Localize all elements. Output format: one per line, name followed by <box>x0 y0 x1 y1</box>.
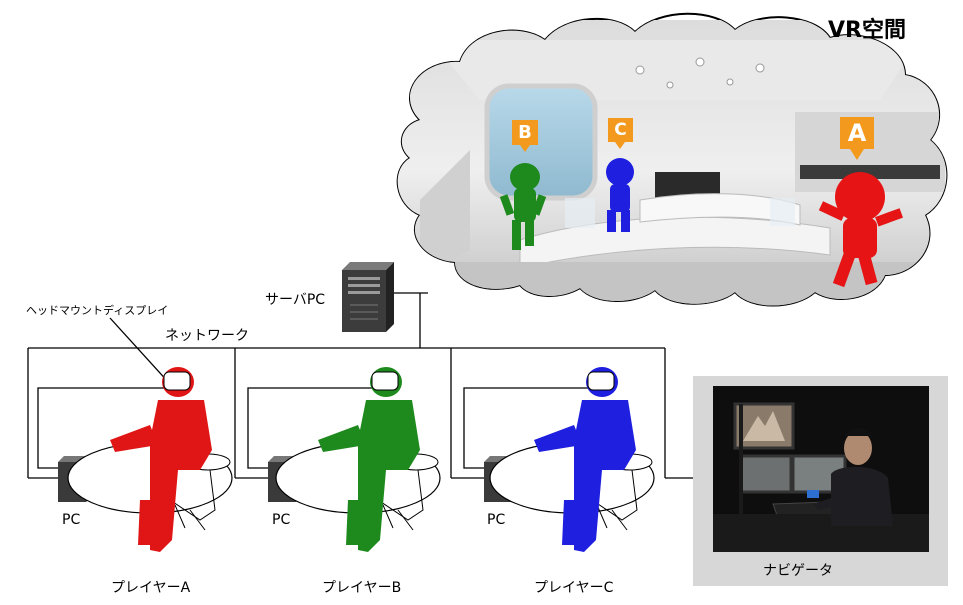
vr-window <box>484 83 598 201</box>
hmd-label: ヘッドマウントディスプレイ <box>26 304 169 317</box>
vr-space-title: VR空間 <box>828 18 906 43</box>
navigator-scene <box>713 386 929 552</box>
station-c <box>484 367 655 552</box>
player-c-label: プレイヤーC <box>534 580 614 596</box>
pc-label-a: PC <box>62 512 81 528</box>
station-b <box>268 367 441 552</box>
tag-a-text: A <box>847 119 867 147</box>
tag-c <box>608 118 633 149</box>
player-b-label: プレイヤーB <box>322 580 402 596</box>
network-label: ネットワーク <box>165 328 249 344</box>
avatar-a <box>818 172 903 288</box>
vr-space-cloud <box>396 12 948 307</box>
tag-b-text: B <box>518 122 532 143</box>
tag-a <box>840 117 874 160</box>
avatar-b <box>499 163 547 250</box>
network-lines <box>27 292 713 479</box>
server-pc-label: サーバPC <box>265 292 326 308</box>
tag-b <box>512 120 538 152</box>
navigator-photo <box>713 386 929 552</box>
pc-label-c: PC <box>487 512 506 528</box>
server-pc-tower <box>342 262 394 332</box>
pc-label-b: PC <box>272 512 291 528</box>
tag-c-text: C <box>614 120 627 140</box>
player-a-label: プレイヤーA <box>111 580 191 596</box>
avatar-c <box>606 158 634 232</box>
station-a <box>58 367 233 552</box>
navigator-label: ナビゲータ <box>763 563 833 579</box>
